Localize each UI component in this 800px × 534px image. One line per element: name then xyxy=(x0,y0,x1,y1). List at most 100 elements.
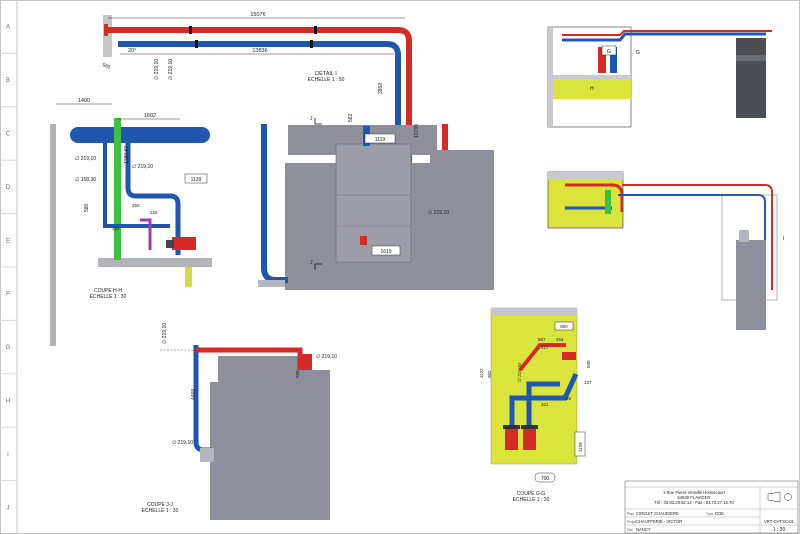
dim-angle: 20° xyxy=(128,48,136,54)
dim-mid-a: 321 xyxy=(541,402,549,407)
section-jj-scale: ECHELLE 1 : 30 xyxy=(142,508,179,514)
dim-inner: 902 xyxy=(487,370,492,378)
dim-dia-d: ∅ 168,30 xyxy=(75,177,96,183)
section-hh: 1400 1602 ∅ 219,10 1780,82 ∅ 219,10 ∅ 16… xyxy=(50,98,212,346)
view-red-pipe xyxy=(562,30,772,36)
dim-e: 1139 xyxy=(191,177,202,183)
title-scale: 1 : 30 xyxy=(773,527,786,533)
section-marker xyxy=(314,118,322,125)
section-marker xyxy=(314,263,322,270)
view-floor xyxy=(548,75,631,79)
dim-inner-length: 13836 xyxy=(252,48,267,54)
cold-return-pipe xyxy=(118,41,401,147)
dim-vertical: 3952 xyxy=(378,83,384,94)
title-address-2: 54630 FLAVIGNY xyxy=(677,495,710,500)
view-tank-band xyxy=(736,55,766,61)
dim-box xyxy=(554,321,574,331)
view-top-right: G G H xyxy=(547,26,772,128)
dim-dia-bottom: ∅ 219,10 xyxy=(172,440,193,446)
dim-top: 800 xyxy=(560,324,568,329)
dim-b: 464 xyxy=(556,337,564,342)
dim-height-b: 10789 xyxy=(414,124,420,138)
gg-red-pipe xyxy=(518,343,566,372)
view-tank xyxy=(736,38,766,118)
view-ceiling xyxy=(548,172,623,180)
section-label-g: G xyxy=(607,49,611,55)
section-jj: ∅ 219,10 ∅ 219,10 4469 580 ∅ 219,10 COUP… xyxy=(142,323,337,520)
dim-height-a: 582 xyxy=(348,113,354,122)
dim-width-a: 1119 xyxy=(375,137,386,143)
view-right-middle: I xyxy=(547,171,784,330)
gg-red-stub xyxy=(562,352,576,360)
dim-mid-b: 95 xyxy=(566,396,572,401)
dim-b: 1780,82 xyxy=(124,146,130,164)
title-address-1: 1 Rue Pierre Venville Honnecourt xyxy=(663,490,726,495)
view-red-riser xyxy=(598,47,606,73)
border-row-letter: G xyxy=(6,345,11,351)
dim-g: 250 xyxy=(132,203,140,208)
view-red-long xyxy=(622,184,773,290)
gg-blue-pipe-a xyxy=(509,372,579,440)
dim-box xyxy=(534,472,556,483)
boiler-outlet xyxy=(360,236,367,245)
section-hh-title: COUPE H-H xyxy=(94,288,122,294)
section-gg-title: COUPE G-G xyxy=(517,491,546,497)
view-green-riser xyxy=(605,190,611,214)
dim-box xyxy=(184,173,208,184)
dim-box xyxy=(364,133,396,144)
title-field3-label: Site xyxy=(627,528,633,532)
border-row-letter: H xyxy=(6,399,10,405)
border-row-letter: B xyxy=(6,78,10,84)
dim-dia-right: ∅ 219,10 xyxy=(316,354,337,360)
section-label-i: I xyxy=(783,236,784,242)
gg-pump xyxy=(523,428,536,450)
jj-pipe-end xyxy=(200,448,214,462)
border-row-letter: F xyxy=(6,292,10,298)
gg-ceiling xyxy=(491,308,577,316)
dim-width-b: 1619 xyxy=(380,249,391,255)
view-blue-pipe xyxy=(562,32,766,42)
view-tank xyxy=(736,240,766,330)
dim-f: 580 xyxy=(84,203,90,212)
dim-i: 225 xyxy=(150,210,158,215)
title-block-frame xyxy=(624,480,799,534)
dim-top-width: 1400 xyxy=(78,98,90,104)
pump-motor xyxy=(166,240,174,248)
section-jj-title: COUPE J-J xyxy=(147,502,173,508)
building-lower xyxy=(210,382,330,520)
gg-pump-cap xyxy=(521,425,538,429)
detail-title: DÉTAIL I xyxy=(315,70,337,77)
flange xyxy=(314,26,317,34)
dim-left-small: 565 xyxy=(101,62,111,71)
border-row-letter: I xyxy=(7,452,9,458)
title-field1-label: Plan xyxy=(627,512,634,516)
gg-blue-pipe-b xyxy=(526,381,560,440)
dim-c: 417 xyxy=(541,345,549,350)
view-tank-top xyxy=(739,230,749,242)
section-marker-label: J xyxy=(310,260,313,266)
dim-top-length: 15076 xyxy=(250,12,265,18)
section-label-g2: G xyxy=(636,50,640,56)
blue-lower-pipe xyxy=(103,143,170,228)
boiler xyxy=(335,143,412,263)
floor-slab xyxy=(98,258,212,267)
chimney-stub xyxy=(442,124,448,150)
view-yellow xyxy=(553,79,631,99)
gg-pump-cap xyxy=(503,425,520,429)
section-label-h: H xyxy=(590,86,594,92)
title-field1-value: CIRCUIT CHAUDIERE xyxy=(636,511,679,516)
title-phone: Tél : 03.83.29.82.13 - Fax : 03.72.27.16… xyxy=(654,500,734,505)
purple-pipe xyxy=(140,218,152,250)
title-field2-value: CHAUFFERIE - VICTOR xyxy=(636,519,682,524)
yellow-support xyxy=(185,267,192,287)
wall xyxy=(50,124,56,346)
dim-dia1: ∅ 219,10 xyxy=(154,59,160,80)
pipe-end xyxy=(258,280,285,287)
section-marker-label: J xyxy=(310,116,313,122)
dim-height: 4469 xyxy=(191,389,197,400)
detail-i: 15076 13836 20° 565 ∅ 219,10 ∅ 219,10 DÉ… xyxy=(101,12,494,290)
title-field2-label: Projet xyxy=(627,520,636,524)
dim-lower: 1128 xyxy=(578,442,583,452)
title-block: 1 Rue Pierre Venville Honnecourt 54630 F… xyxy=(624,480,799,534)
flange xyxy=(104,24,108,36)
